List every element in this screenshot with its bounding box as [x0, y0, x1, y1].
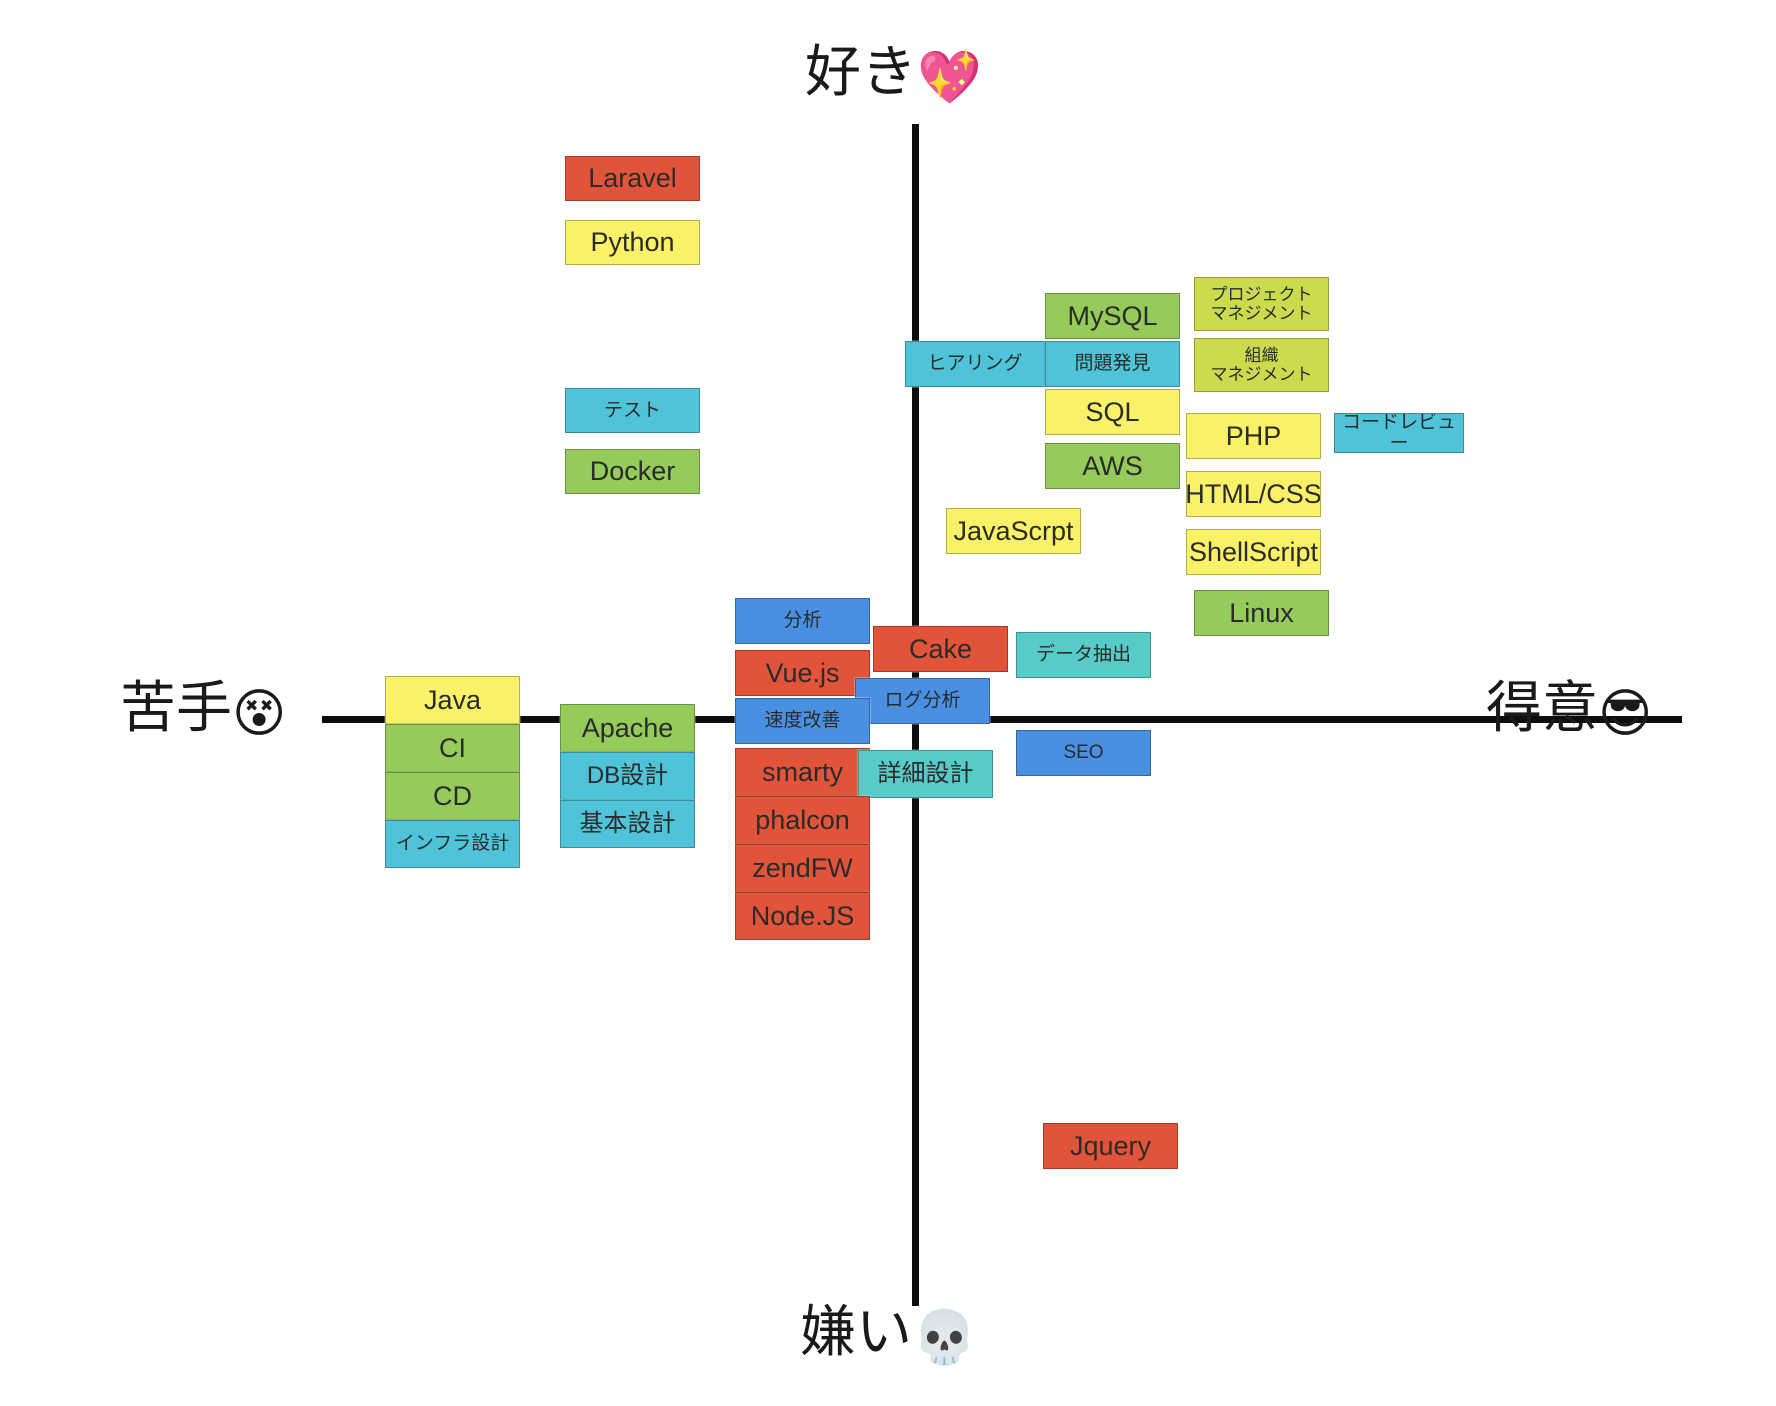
- card-zendfw-label: zendFW: [752, 852, 853, 883]
- card-vuejs-label: Vue.js: [765, 657, 840, 688]
- card-laravel[interactable]: Laravel: [565, 156, 700, 201]
- card-test[interactable]: テスト: [565, 388, 700, 433]
- card-html-css[interactable]: HTML/CSS: [1186, 471, 1321, 517]
- card-aws[interactable]: AWS: [1045, 443, 1180, 489]
- card-jquery-label: Jquery: [1069, 1130, 1152, 1161]
- card-seo[interactable]: SEO: [1016, 730, 1151, 776]
- card-analysis-label: 分析: [783, 610, 822, 632]
- dizzy-face-icon: 😵: [232, 685, 287, 743]
- card-ci-label: CI: [439, 732, 466, 763]
- axis-label-left: 苦手😵: [120, 680, 287, 743]
- card-mysql-label: MySQL: [1067, 300, 1158, 331]
- axis-label-bottom-text: 嫌い: [800, 1300, 912, 1363]
- card-docker[interactable]: Docker: [565, 449, 700, 494]
- card-log-analysis-label: ログ分析: [884, 690, 961, 712]
- card-laravel-label: Laravel: [588, 163, 677, 194]
- card-speed-improvement-label: 速度改善: [764, 710, 841, 732]
- card-smarty[interactable]: smarty: [735, 748, 870, 796]
- card-speed-improvement[interactable]: 速度改善: [735, 698, 870, 744]
- card-java-label: Java: [423, 684, 482, 715]
- card-ci[interactable]: CI: [385, 724, 520, 772]
- card-detailed-design[interactable]: 詳細設計: [858, 750, 993, 798]
- card-phalcon[interactable]: phalcon: [735, 796, 870, 844]
- sunglasses-face-icon: 😎: [1598, 685, 1653, 743]
- card-log-analysis[interactable]: ログ分析: [855, 678, 990, 724]
- card-infra-design[interactable]: インフラ設計: [385, 820, 520, 868]
- card-problem-discovery-label: 問題発見: [1074, 353, 1151, 375]
- card-php[interactable]: PHP: [1186, 413, 1321, 459]
- card-mysql[interactable]: MySQL: [1045, 293, 1180, 339]
- card-project-management[interactable]: プロジェクトマネジメント: [1194, 277, 1329, 331]
- card-hearing[interactable]: ヒアリング: [905, 341, 1045, 387]
- card-shellscript-label: ShellScript: [1188, 536, 1319, 567]
- card-data-extraction[interactable]: データ抽出: [1016, 632, 1151, 678]
- card-db-design[interactable]: DB設計: [560, 752, 695, 800]
- card-basic-design[interactable]: 基本設計: [560, 800, 695, 848]
- card-jquery[interactable]: Jquery: [1043, 1123, 1178, 1169]
- axis-label-top: 好き💖: [805, 44, 982, 107]
- card-detailed-design-label: 詳細設計: [877, 759, 974, 787]
- card-cake-label: Cake: [908, 633, 973, 664]
- card-cake[interactable]: Cake: [873, 626, 1008, 672]
- card-python[interactable]: Python: [565, 220, 700, 265]
- card-problem-discovery[interactable]: 問題発見: [1045, 341, 1180, 387]
- card-cd[interactable]: CD: [385, 772, 520, 820]
- card-javascript[interactable]: JavaScrpt: [946, 508, 1081, 554]
- card-linux[interactable]: Linux: [1194, 590, 1329, 636]
- skull-icon: 💀: [912, 1309, 977, 1367]
- card-smarty-label: smarty: [762, 756, 843, 787]
- card-code-review[interactable]: コードレビュー: [1334, 413, 1464, 453]
- card-linux-label: Linux: [1229, 597, 1294, 628]
- card-apache[interactable]: Apache: [560, 704, 695, 752]
- card-nodejs[interactable]: Node.JS: [735, 892, 870, 940]
- axis-label-left-text: 苦手: [120, 676, 232, 739]
- card-shellscript[interactable]: ShellScript: [1186, 529, 1321, 575]
- card-hearing-label: ヒアリング: [927, 353, 1023, 375]
- sparkling-heart-icon: 💖: [917, 49, 982, 107]
- card-sql[interactable]: SQL: [1045, 389, 1180, 435]
- card-seo-label: SEO: [1063, 742, 1104, 764]
- card-org-management-line1: 組織: [1244, 345, 1279, 365]
- card-nodejs-label: Node.JS: [750, 900, 855, 931]
- card-apache-label: Apache: [581, 712, 674, 743]
- card-org-management-line2: マネジメント: [1210, 365, 1313, 384]
- card-java[interactable]: Java: [385, 676, 520, 724]
- card-infra-design-label: インフラ設計: [395, 833, 510, 855]
- card-cd-label: CD: [433, 780, 472, 811]
- card-python-label: Python: [590, 227, 675, 258]
- card-html-css-label: HTML/CSS: [1186, 478, 1321, 509]
- card-db-design-label: DB設計: [586, 761, 669, 789]
- card-php-label: PHP: [1225, 420, 1282, 451]
- card-vuejs[interactable]: Vue.js: [735, 650, 870, 696]
- card-phalcon-label: phalcon: [755, 804, 850, 835]
- axis-label-bottom: 嫌い💀: [800, 1304, 977, 1367]
- card-javascript-label: JavaScrpt: [953, 515, 1074, 546]
- card-zendfw[interactable]: zendFW: [735, 844, 870, 892]
- card-docker-label: Docker: [589, 456, 676, 487]
- card-project-management-line2: マネジメント: [1210, 304, 1313, 323]
- card-basic-design-label: 基本設計: [579, 809, 676, 837]
- card-project-management-line1: プロジェクト: [1210, 284, 1313, 304]
- card-org-management[interactable]: 組織マネジメント: [1194, 338, 1329, 392]
- card-aws-label: AWS: [1082, 450, 1143, 481]
- axis-label-top-text: 好き: [805, 40, 917, 103]
- axis-label-right: 得意😎: [1486, 680, 1653, 743]
- card-test-label: テスト: [603, 399, 661, 421]
- card-data-extraction-label: データ抽出: [1035, 644, 1131, 666]
- card-analysis[interactable]: 分析: [735, 598, 870, 644]
- card-code-review-label: コードレビュー: [1341, 413, 1456, 453]
- horizontal-axis: [322, 716, 1682, 723]
- axis-label-right-text: 得意: [1486, 676, 1598, 739]
- card-sql-label: SQL: [1085, 396, 1140, 427]
